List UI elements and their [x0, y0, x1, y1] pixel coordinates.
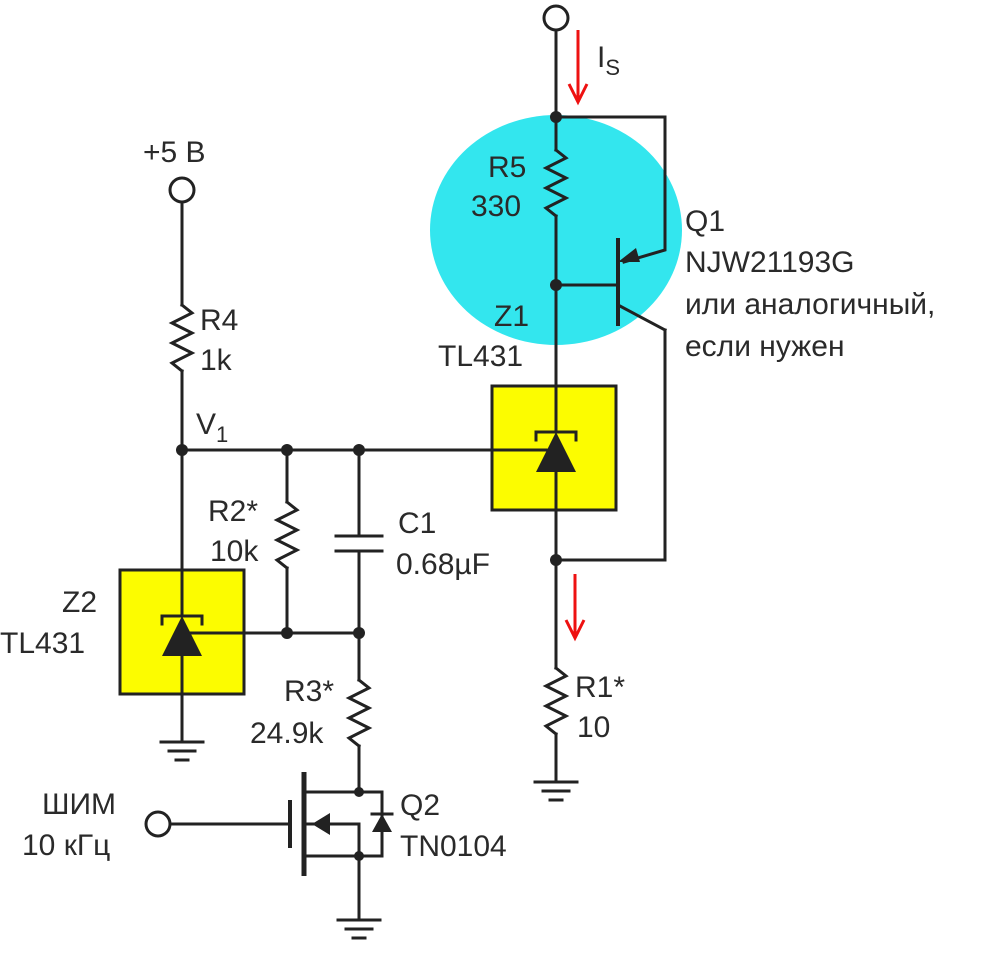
resistor-r4 — [168, 302, 196, 452]
label-r5-value: 330 — [471, 190, 521, 223]
label-r4-value: 1k — [200, 344, 233, 377]
current-arrow-is — [567, 30, 589, 106]
resistor-r2 — [273, 448, 301, 635]
label-q1-note2: если нужен — [685, 330, 845, 363]
label-r5-name: R5 — [488, 151, 526, 184]
label-c1-value: 0.68µF — [396, 548, 490, 581]
label-r3-name: R3* — [284, 675, 334, 708]
wire-q1-emitter-loop — [554, 115, 667, 264]
label-q2-name: Q2 — [400, 789, 440, 822]
resistor-r3 — [345, 631, 373, 794]
resistor-r5 — [542, 115, 570, 287]
label-r1-value: 10 — [577, 711, 610, 744]
label-pwm-line2: 10 кГц — [22, 829, 110, 862]
ground-q2 — [336, 918, 382, 940]
label-r2-value: 10k — [210, 535, 259, 568]
zener-z1 — [534, 283, 578, 562]
label-r4-name: R4 — [200, 304, 238, 337]
plus5-terminal — [168, 176, 196, 307]
transistor-q1 — [554, 238, 668, 562]
label-q1-part: NJW21193G — [685, 246, 855, 279]
current-arrow-r1 — [564, 574, 586, 642]
ground-r1 — [533, 780, 579, 802]
resistor-r1 — [542, 558, 570, 784]
label-v1: V1 — [196, 408, 228, 447]
label-r3-value: 24.9k — [250, 717, 324, 750]
label-is: IS — [597, 41, 620, 80]
label-plus5: +5 В — [143, 136, 206, 169]
label-z2-name: Z2 — [62, 586, 97, 619]
label-q1-note1: или аналогичный, — [685, 288, 935, 321]
label-z1-part: TL431 — [438, 340, 523, 373]
label-z2-part: TL431 — [0, 627, 85, 660]
transistor-q2 — [288, 772, 394, 922]
label-r2-name: R2* — [208, 495, 258, 528]
label-z1-name: Z1 — [494, 300, 529, 333]
label-r1-name: R1* — [575, 671, 625, 704]
capacitor-c1 — [334, 448, 384, 635]
label-q1-name: Q1 — [685, 205, 725, 238]
ground-z2 — [159, 740, 205, 762]
node-ref-r2 — [281, 627, 293, 639]
label-q2-part: TN0104 — [400, 830, 507, 863]
pwm-terminal — [144, 810, 292, 838]
label-pwm-line1: ШИМ — [42, 788, 116, 821]
label-c1-name: C1 — [398, 507, 436, 540]
zener-z2 — [160, 448, 204, 744]
input-terminal — [542, 4, 570, 119]
